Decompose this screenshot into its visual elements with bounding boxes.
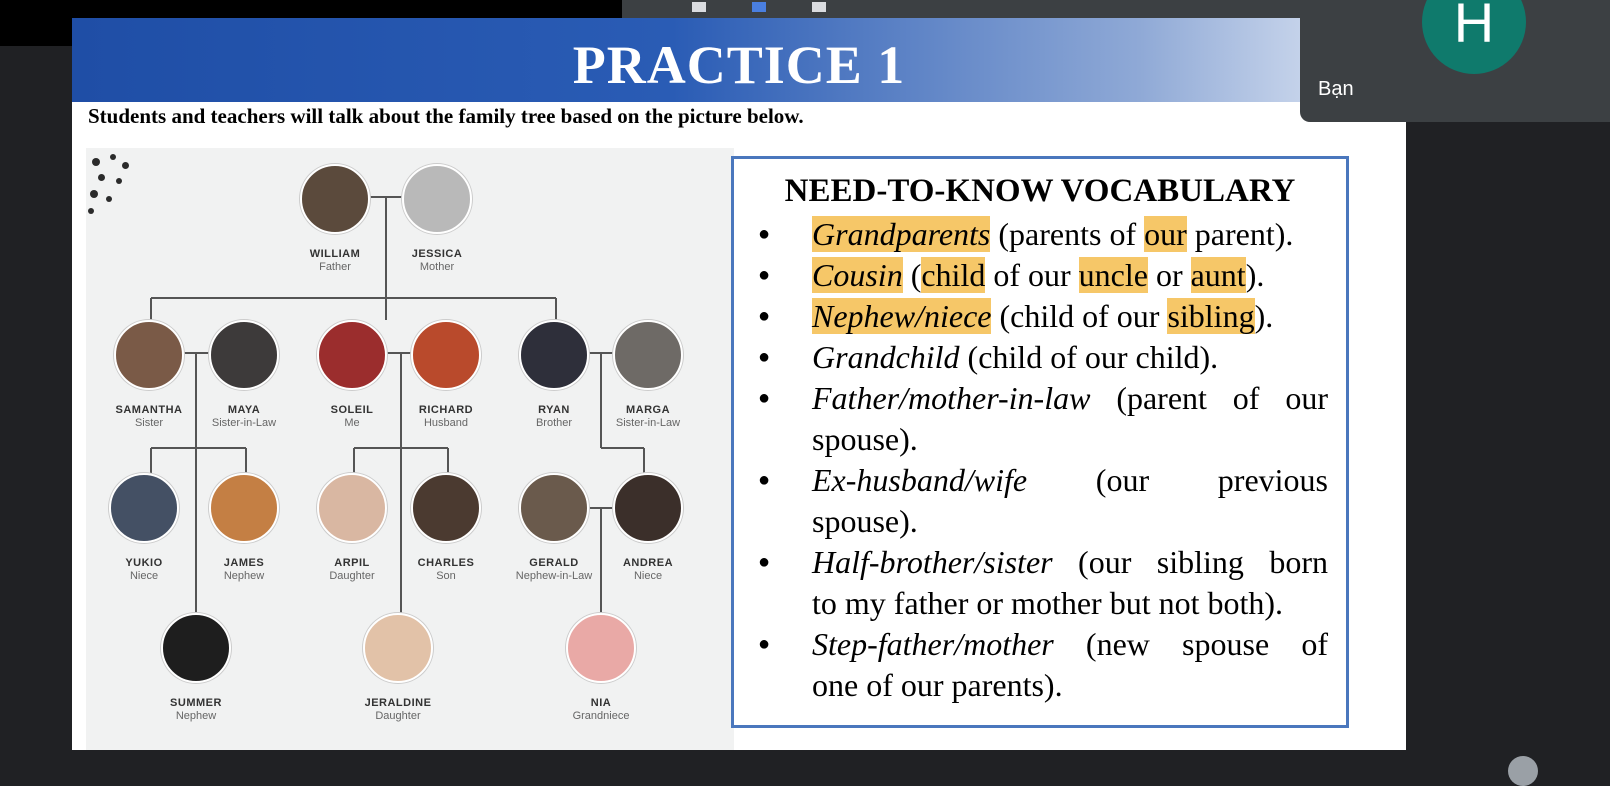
person-photo <box>300 164 370 234</box>
vocab-item-in-law: Father/mother-in-law (parent of ourspous… <box>758 378 1328 460</box>
person-jessica: JESSICA Mother <box>377 164 497 274</box>
person-james: JAMES Nephew <box>184 473 304 583</box>
person-soleil: SOLEIL Me <box>292 320 412 430</box>
toolbar-icon-3[interactable] <box>812 2 826 12</box>
person-nia: NIA Grandniece <box>541 613 661 723</box>
vocab-item-cousin: Cousin (child of our uncle or aunt). <box>758 255 1328 296</box>
presentation-slide: PRACTICE 1 Students and teachers will ta… <box>72 18 1406 750</box>
person-summer: SUMMER Nephew <box>136 613 256 723</box>
person-photo <box>566 613 636 683</box>
person-photo <box>519 473 589 543</box>
toolbar-icon-2[interactable] <box>752 2 766 12</box>
person-photo <box>613 320 683 390</box>
person-ryan: RYAN Brother <box>494 320 614 430</box>
person-marga: MARGA Sister-in-Law <box>588 320 708 430</box>
vocabulary-heading: NEED-TO-KNOW VOCABULARY <box>784 173 1296 209</box>
person-photo <box>209 473 279 543</box>
vocab-item-grandchild: Grandchild (child of our child). <box>758 337 1328 378</box>
person-photo <box>411 473 481 543</box>
person-photo <box>161 613 231 683</box>
person-photo <box>109 473 179 543</box>
participant-avatar: H <box>1422 0 1526 74</box>
person-samantha: SAMANTHA Sister <box>89 320 209 430</box>
person-richard: RICHARD Husband <box>386 320 506 430</box>
slide-toolbar-strip <box>622 0 1300 18</box>
person-gerald: GERALD Nephew-in-Law <box>494 473 614 583</box>
person-photo <box>209 320 279 390</box>
slide-title: PRACTICE 1 <box>572 35 906 95</box>
person-photo <box>411 320 481 390</box>
person-jeraldine: JERALDINE Daughter <box>338 613 458 723</box>
tree-connector-lines <box>150 196 645 613</box>
person-william: WILLIAM Father <box>275 164 395 274</box>
person-photo <box>317 320 387 390</box>
title-banner: PRACTICE 1 <box>72 18 1406 102</box>
participant-name: Bạn <box>1318 78 1354 100</box>
vocab-item-grandparents: Grandparents (parents of our parent). <box>758 214 1328 255</box>
toolbar-icon-1[interactable] <box>692 2 706 12</box>
vocab-item-nephew-niece: Nephew/niece (child of our sibling). <box>758 296 1328 337</box>
participant-tile[interactable]: H Bạn <box>1300 0 1610 122</box>
person-arpil: ARPIL Daughter <box>292 473 412 583</box>
floating-button[interactable] <box>1508 756 1538 786</box>
person-photo <box>519 320 589 390</box>
person-yukio: YUKIO Niece <box>84 473 204 583</box>
person-photo <box>613 473 683 543</box>
person-maya: MAYA Sister-in-Law <box>184 320 304 430</box>
vocabulary-list: Grandparents (parents of our parent). Co… <box>734 214 1346 706</box>
person-andrea: ANDREA Niece <box>588 473 708 583</box>
vocabulary-box: NEED-TO-KNOW VOCABULARY Grandparents (pa… <box>731 156 1349 728</box>
person-photo <box>114 320 184 390</box>
person-photo <box>402 164 472 234</box>
slide-instruction: Students and teachers will talk about th… <box>88 104 804 128</box>
vocab-item-half-sibling: Half-brother/sister (our sibling bornto … <box>758 542 1328 624</box>
person-charles: CHARLES Son <box>386 473 506 583</box>
person-photo <box>363 613 433 683</box>
person-photo <box>317 473 387 543</box>
family-tree-image: WILLIAM Father JESSICA Mother SAMANTHA S… <box>86 148 734 750</box>
